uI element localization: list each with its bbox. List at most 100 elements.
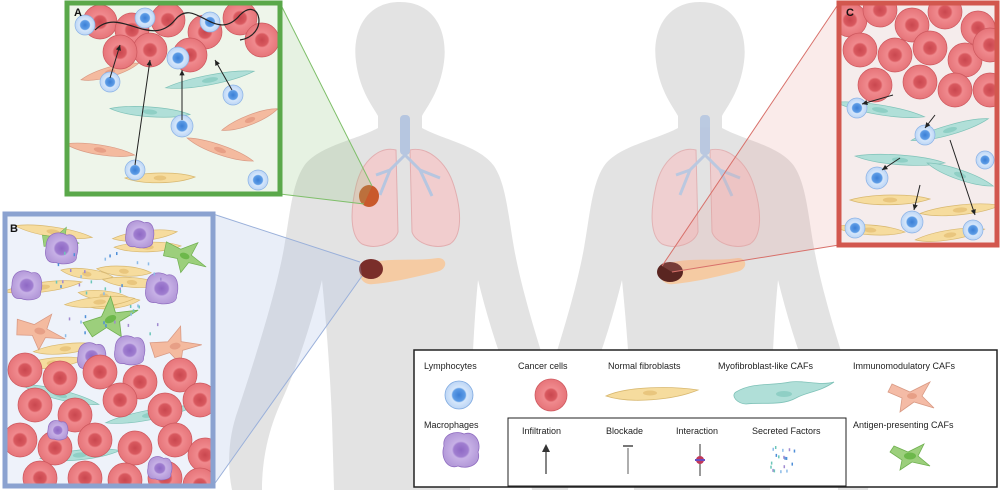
legend-myocaf-icon: [733, 381, 835, 405]
cancer-cell: [244, 22, 280, 58]
secreted-factor-dot: [788, 448, 791, 452]
panel-a-label: A: [74, 7, 82, 19]
legend-apcaf-icon: [889, 443, 931, 471]
secreted-factor-dot: [785, 456, 788, 460]
legend-label-interaction: Interaction: [676, 426, 718, 436]
legend-label-immunomodulatory-cafs: Immunomodulatory CAFs: [853, 361, 956, 371]
secreted-factor-dot: [775, 453, 778, 457]
cancer-cell: [42, 360, 78, 396]
secreted-factor-dot: [793, 449, 796, 453]
legend-process-box: [507, 417, 847, 487]
zoom-cone-c: [662, 3, 839, 272]
panel-a-border: [64, 0, 283, 197]
secreted-factor-dot: [791, 462, 794, 466]
macrophage-cell: [45, 232, 79, 265]
cancer-cell: [77, 422, 113, 458]
secreted-factor-dot: [783, 465, 786, 469]
cancer-cell: [147, 392, 183, 428]
lungs-right-figure: [651, 115, 761, 247]
secreted-factor-dot: [772, 468, 774, 472]
infiltration-arrow: [912, 184, 921, 211]
cancer-cell: [17, 387, 53, 423]
cancer-cell: [927, 3, 963, 30]
macrophage-cell: [147, 456, 173, 481]
legend-label-normal-fibroblasts: Normal fibroblasts: [608, 361, 681, 371]
legend: Lymphocytes Cancer cells Normal fibrobla…: [413, 349, 998, 488]
lymphocyte-cell: [124, 159, 146, 181]
secreted-factor-dot: [770, 465, 772, 469]
panel-a-cells: [67, 3, 280, 191]
cancer-cell: [937, 72, 973, 108]
cancer-cell: [117, 430, 153, 466]
lymphocyte-cell: [99, 71, 121, 93]
fibroblast-cell: [63, 295, 136, 308]
antigen-presenting-caf: [82, 295, 139, 338]
lymphocyte-cell: [865, 166, 889, 190]
cancer-cell: [67, 460, 103, 486]
macrophage-cell: [11, 270, 43, 301]
cancer-cell: [972, 72, 997, 108]
cancer-cell: [150, 3, 186, 38]
legend-secreted-factors-icon: [770, 446, 796, 474]
cancer-cell: [107, 462, 143, 486]
legend-label-lymphocytes: Lymphocytes: [424, 361, 477, 371]
pancreatic-tumor-left: [359, 259, 383, 279]
fibroblast-cell: [109, 106, 192, 118]
fibroblast-cell: [67, 142, 136, 157]
panel-c: C: [836, 0, 1000, 248]
legend-macrophage-icon: [442, 432, 480, 468]
infiltration-arrow: [179, 70, 185, 120]
infiltration-arrow: [214, 59, 233, 91]
secreted-factor-dot: [782, 448, 784, 452]
secreted-factors: [55, 251, 162, 338]
lymphocyte-cell: [975, 150, 995, 170]
legend-normal-fibroblast-icon: [604, 387, 700, 401]
legend-label-secreted-factors: Secreted Factors: [752, 426, 821, 436]
panel-c-cells: [839, 3, 997, 242]
macrophage-cell: [145, 272, 179, 305]
legend-label-infiltration: Infiltration: [522, 426, 561, 436]
cancer-cell: [7, 352, 43, 388]
secreted-factor-dot: [778, 455, 780, 459]
cancer-cell: [157, 422, 193, 458]
cancer-cell: [842, 32, 878, 68]
immunomodulatory-caf: [16, 313, 66, 351]
cancer-cell: [862, 3, 898, 28]
fibroblast-cell: [853, 153, 947, 166]
legend-interaction-icon: [695, 444, 705, 476]
invasion-path: [94, 8, 260, 41]
cancer-cell: [222, 3, 258, 36]
lymphocyte-cell: [900, 210, 924, 234]
legend-label-myofibroblast-cafs: Myofibroblast-like CAFs: [718, 361, 814, 371]
zoom-cone-b: [213, 214, 362, 486]
cancer-cell: [102, 382, 138, 418]
cancer-cell: [972, 27, 997, 63]
secreted-factor-dot: [773, 469, 776, 473]
cancer-cell: [902, 64, 938, 100]
secreted-factor-dot: [780, 470, 782, 474]
zoom-cone-a: [280, 3, 372, 204]
legend-label-antigen-presenting-cafs: Antigen-presenting CAFs: [853, 420, 954, 430]
lymphocyte-cell: [74, 14, 96, 36]
legend-cancer-cell-icon: [534, 378, 568, 412]
fibroblast-cell: [919, 203, 997, 217]
legend-label-blockade: Blockade: [606, 426, 643, 436]
lymphocyte-cell: [844, 217, 866, 239]
macrophage-cell: [125, 220, 155, 249]
legend-label-cancer-cells: Cancer cells: [518, 361, 568, 371]
infiltration-arrow: [881, 157, 901, 171]
lymphocyte-cell: [247, 169, 269, 191]
infiltration-arrow: [924, 114, 936, 129]
pancreas-right-figure: [659, 258, 746, 285]
cancer-cell: [162, 357, 198, 393]
fibroblast-cell: [186, 137, 255, 162]
cancer-cell: [102, 34, 138, 70]
cancer-cell: [5, 422, 38, 458]
lymphocyte-cell: [914, 124, 936, 146]
secreted-factor-dot: [783, 455, 785, 459]
fibroblast-cell: [95, 265, 153, 277]
legend-immunocaf-icon: [887, 381, 935, 413]
panel-b: B: [2, 211, 216, 489]
secreted-factor-dot: [784, 456, 786, 460]
